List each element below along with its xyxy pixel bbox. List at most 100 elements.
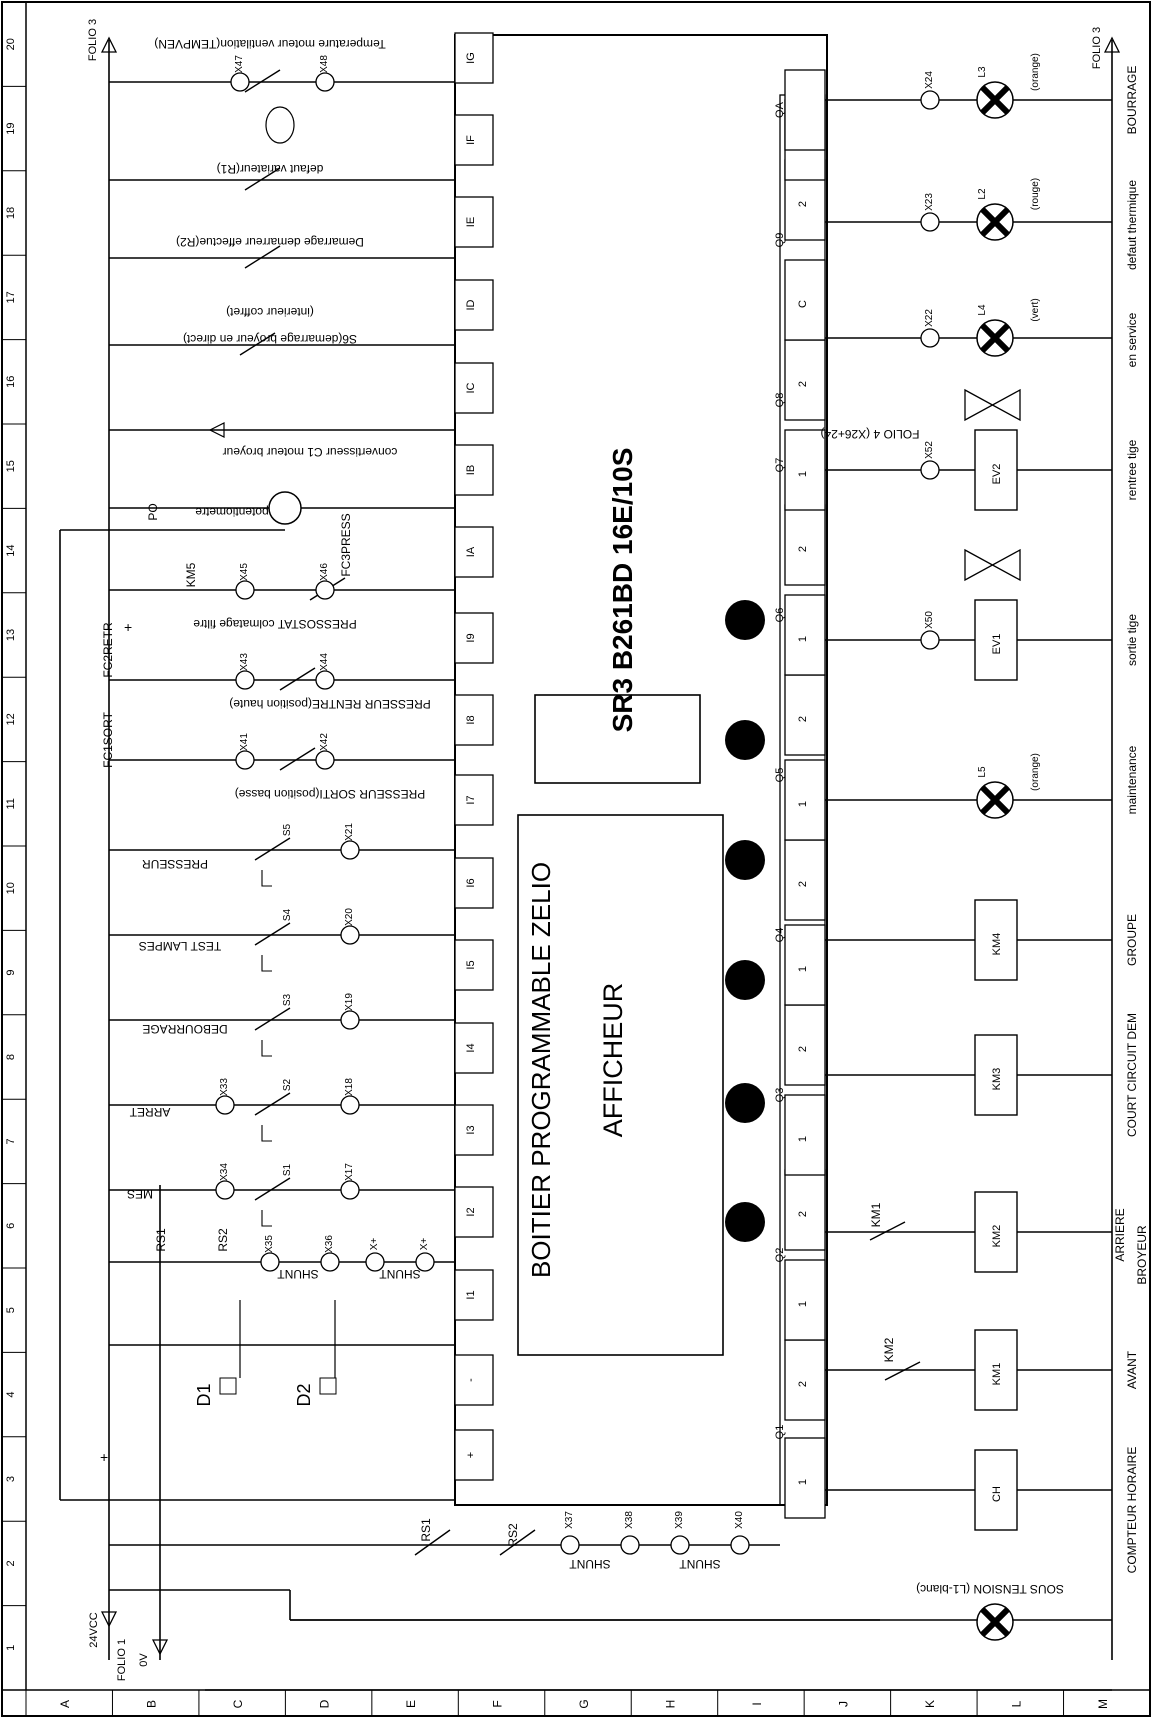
terminal-circle [340, 1010, 360, 1030]
input-terminal [454, 526, 494, 578]
plc-lcd [534, 694, 701, 784]
label-ia: PRESSOSTAT colmatage filtre [193, 617, 357, 631]
output-q-label: Q9 [774, 233, 786, 248]
label-bourrage: BOURRAGE [1125, 66, 1139, 135]
terminal-label: X33 [219, 1078, 230, 1096]
terminal-label: X42 [319, 733, 330, 751]
label-i3: MES [127, 1187, 153, 1201]
output-terminal-label: X23 [924, 193, 935, 211]
plc-key-4 [725, 840, 765, 880]
output-terminal [784, 339, 826, 421]
terminal-label: X48 [319, 55, 330, 73]
output-terminal-label: 1 [797, 1301, 809, 1307]
thermistor-symbol [265, 106, 295, 144]
terminal-label: X45 [239, 563, 250, 581]
plc-key-1 [725, 1202, 765, 1242]
label-ie: Demarrage demarreur effectue(R2) [176, 235, 364, 249]
column-number: 9 [5, 970, 17, 976]
plc-keypad [725, 600, 765, 1242]
output-terminal [784, 924, 826, 1006]
terminal-circle [230, 72, 250, 92]
output-terminal-label: 1 [797, 966, 809, 972]
row-letter: B [145, 1700, 159, 1708]
label-sortie-tige: sortie tige [1125, 614, 1139, 666]
output-terminal-label: 1 [797, 471, 809, 477]
terminal-circle [340, 1180, 360, 1200]
bottom-terminal [670, 1535, 690, 1555]
row-letter: L [1009, 1700, 1023, 1707]
ic-arrow [208, 422, 225, 438]
output-terminal-circle [920, 328, 940, 348]
load-box [974, 1191, 1018, 1273]
terminal-circle [340, 925, 360, 945]
load-label: KM1 [991, 1363, 1003, 1386]
input-terminal [454, 1104, 494, 1156]
label-ia-ref: FC3PRESS [339, 513, 353, 576]
input-terminal-label: + [465, 1452, 477, 1458]
output-terminal [784, 504, 826, 586]
row-letter: C [231, 1699, 245, 1708]
input-terminal [454, 1022, 494, 1074]
terminal-label: X+ [369, 1238, 380, 1251]
output-terminal [784, 1094, 826, 1176]
row-letter: H [663, 1700, 677, 1709]
valve-ev2 [964, 388, 1021, 422]
label-maintenance: maintenance [1125, 745, 1139, 814]
output-terminal [784, 594, 826, 676]
input-terminal [454, 362, 494, 414]
contact [254, 1092, 291, 1116]
output-terminal-label: X22 [924, 309, 935, 327]
input-terminal-label: - [465, 1378, 477, 1382]
output-terminal-label: 2 [797, 1381, 809, 1387]
output-terminal-label: 2 [797, 201, 809, 207]
input-terminal-label: I8 [465, 715, 477, 724]
terminal-circle [415, 1252, 435, 1272]
column-number: 1 [5, 1645, 17, 1651]
terminal-label: X35 [264, 1235, 275, 1253]
row-letter: K [923, 1700, 937, 1708]
switch-actuator [261, 955, 272, 972]
output-terminal-circle [920, 212, 940, 232]
bottom-terminal-label: X39 [674, 1511, 685, 1529]
lamp-color: (rouge) [1030, 178, 1041, 210]
output-terminal-label: 2 [797, 1046, 809, 1052]
load-box [974, 899, 1018, 981]
input-terminal-label: I2 [465, 1207, 477, 1216]
frame-labels: FOLIO 3 FOLIO 3 FOLIO 1 24VCC 0V [87, 19, 1103, 1681]
terminal-circle [320, 1252, 340, 1272]
terminal-circle [315, 580, 335, 600]
plc-display-window [517, 814, 724, 1356]
terminal-label: X47 [234, 55, 245, 73]
load-box [974, 429, 1018, 511]
output-q-label: Q7 [774, 458, 786, 473]
switch-label: S3 [282, 993, 293, 1006]
switch-label: S2 [282, 1078, 293, 1091]
output-terminal-label: 1 [797, 1479, 809, 1485]
label-compteur: COMPTEUR HORAIRE [1125, 1447, 1139, 1574]
label-broyeur: BROYEUR [1135, 1225, 1149, 1285]
label-id1: S6(demarrage broyeur en direct) [183, 332, 357, 346]
column-number: 8 [5, 1054, 17, 1060]
output-terminal [784, 674, 826, 756]
bottom-terminal [560, 1535, 580, 1555]
label-rs2: RS2 [216, 1228, 230, 1252]
label-en-service: en service [1125, 312, 1139, 367]
label-shunt-2: SHUNT [379, 1267, 421, 1281]
label-ig: Temperature moteur ventilation(TEMPVEN) [154, 37, 385, 51]
label-defaut-thermique: defaut thermique [1125, 180, 1139, 270]
terminal-label: X41 [239, 733, 250, 751]
contact [244, 69, 281, 93]
terminal-circle [340, 840, 360, 860]
label-ib-ref: PO [146, 503, 160, 520]
output-q-label: Q1 [774, 1425, 786, 1440]
row-letter: A [58, 1700, 72, 1708]
d2-box [319, 1377, 337, 1395]
output-terminal-label: 2 [797, 716, 809, 722]
valve-ev1 [964, 548, 1021, 582]
label-groupe: GROUPE [1125, 914, 1139, 966]
output-terminal-circle [920, 630, 940, 650]
lamp-label: L5 [977, 766, 988, 778]
